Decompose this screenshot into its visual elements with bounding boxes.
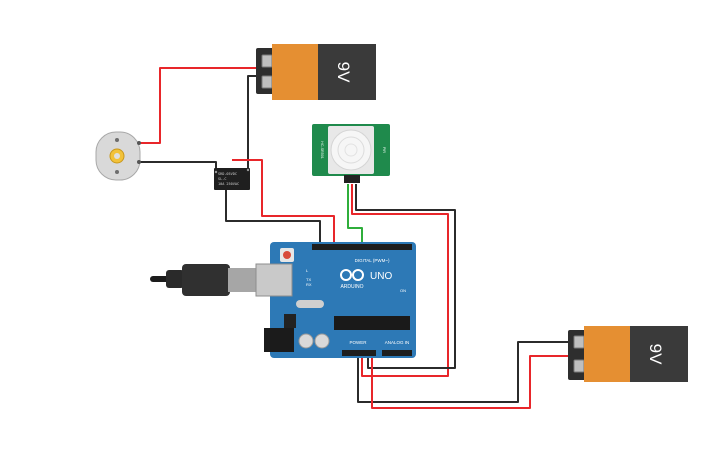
wire-pir-signal-green[interactable] bbox=[347, 184, 363, 246]
wire-relay-to-arduino-red[interactable] bbox=[232, 159, 335, 246]
pir-right-label: PIR bbox=[382, 147, 386, 153]
arduino-logo-icon bbox=[340, 269, 364, 281]
arduino-analog-label: ANALOG IN bbox=[385, 340, 410, 345]
arduino-crystal bbox=[296, 300, 324, 308]
wire-battery-top-to-motor-red[interactable] bbox=[140, 67, 256, 144]
wire-battery-top-to-relay-black[interactable] bbox=[247, 75, 256, 170]
battery-bottom[interactable]: 9V bbox=[568, 326, 688, 382]
usb-plug-body bbox=[182, 264, 230, 296]
motor-screw-top bbox=[115, 138, 119, 142]
arduino-capacitor bbox=[314, 333, 330, 349]
arduino-microcontroller bbox=[334, 316, 410, 330]
arduino-digital-header-label: DIGITAL (PWM~) bbox=[355, 258, 390, 263]
usb-plug-boot bbox=[166, 270, 184, 288]
relay-pin bbox=[246, 168, 250, 172]
wire-battery-bottom-to-arduino-black[interactable] bbox=[357, 341, 572, 403]
pir-dome-facet bbox=[337, 136, 365, 164]
pir-pin-header bbox=[344, 175, 360, 183]
battery-body bbox=[630, 326, 688, 382]
wires bbox=[140, 67, 572, 409]
arduino-uno[interactable]: DIGITAL (PWM~) UNO ARDUINO TX RX L ON PO… bbox=[255, 242, 416, 358]
relay-text-line1: SRD-05VDC bbox=[218, 172, 237, 176]
arduino-usb-jack bbox=[255, 263, 293, 297]
wire-relay-to-arduino-black[interactable] bbox=[225, 178, 321, 246]
arduino-capacitor bbox=[298, 333, 314, 349]
relay-text-line2: SL-C bbox=[218, 177, 226, 181]
motor-shaft bbox=[114, 153, 120, 159]
battery-voltage-label: 9V bbox=[334, 62, 353, 83]
arduino-power-header bbox=[342, 350, 376, 356]
motor-terminal-top bbox=[137, 141, 141, 145]
arduino-l-label: L bbox=[306, 268, 309, 273]
battery-label-band bbox=[272, 44, 320, 100]
usb-plug-metal bbox=[228, 268, 258, 292]
usb-cable[interactable] bbox=[150, 264, 258, 296]
battery-snap-negative bbox=[573, 359, 585, 373]
arduino-brand-label: ARDUINO bbox=[340, 284, 363, 290]
wire-pir-vcc-red[interactable] bbox=[351, 184, 449, 377]
arduino-tx-label: TX bbox=[306, 277, 311, 282]
arduino-on-label: ON bbox=[400, 288, 406, 293]
relay[interactable]: SRD-05VDC SL-C 10A 250VAC bbox=[214, 168, 250, 190]
battery-snap-positive bbox=[573, 335, 585, 349]
battery-top[interactable]: 9V bbox=[256, 44, 376, 100]
relay-text-line3: 10A 250VAC bbox=[218, 182, 239, 186]
arduino-rx-label: RX bbox=[306, 282, 312, 287]
battery-body bbox=[318, 44, 376, 100]
battery-label-band bbox=[584, 326, 632, 382]
motor-screw-bottom bbox=[115, 170, 119, 174]
dc-motor[interactable] bbox=[95, 131, 141, 181]
battery-snap-negative bbox=[261, 75, 273, 89]
motor-terminal-bottom bbox=[137, 160, 141, 164]
battery-voltage-label: 9V bbox=[646, 344, 665, 365]
wire-pir-gnd-black[interactable] bbox=[355, 184, 456, 369]
relay-body bbox=[214, 168, 250, 190]
battery-snap-positive bbox=[261, 54, 273, 68]
arduino-power-label: POWER bbox=[349, 340, 367, 345]
usb-cable-cord bbox=[150, 276, 170, 282]
arduino-reset-button-cap bbox=[283, 251, 291, 259]
arduino-regulator bbox=[284, 314, 296, 328]
relay-pin bbox=[214, 170, 218, 174]
arduino-uno-label: UNO bbox=[370, 271, 392, 282]
wire-motor-to-relay-black[interactable] bbox=[140, 161, 217, 172]
arduino-power-jack bbox=[264, 328, 294, 352]
arduino-analog-header bbox=[382, 350, 412, 356]
pir-dome-facet bbox=[344, 143, 358, 157]
pir-sensor[interactable]: HC-SR501 PIR bbox=[312, 124, 390, 183]
pir-left-label: HC-SR501 bbox=[320, 141, 324, 158]
wire-battery-bottom-to-arduino-red[interactable] bbox=[371, 355, 572, 409]
arduino-digital-header bbox=[312, 244, 412, 250]
pir-dome bbox=[330, 129, 372, 171]
